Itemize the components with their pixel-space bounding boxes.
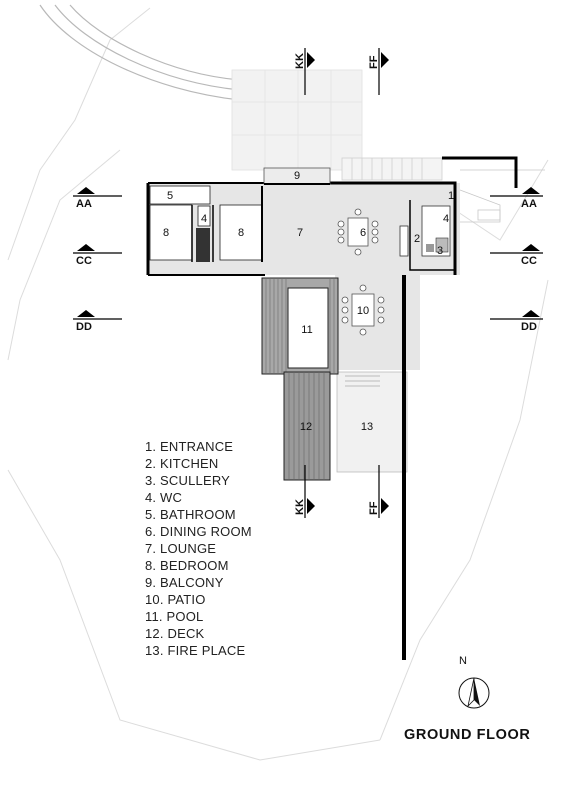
section-cc-right: CC	[490, 244, 543, 267]
section-dd-left: DD	[73, 310, 122, 333]
svg-text:DD: DD	[76, 321, 92, 333]
drawing-title: GROUND FLOOR	[404, 727, 531, 743]
svg-text:FF: FF	[368, 501, 380, 515]
exterior-walls	[146, 156, 518, 660]
tag-scullery: 3	[437, 245, 443, 257]
legend-item: 10. PATIO	[145, 592, 206, 607]
wc-west-block	[196, 205, 211, 262]
tag-patio: 10	[357, 305, 369, 317]
room-tags: 1 2 3 4 4 5 6 7 8 8 9 10 11 12 13	[163, 170, 454, 433]
legend-item: 4. WC	[145, 490, 183, 505]
section-ff-bottom: FF	[368, 465, 389, 518]
tag-pool: 11	[301, 324, 312, 336]
svg-text:FF: FF	[368, 55, 380, 69]
fireplace-steps	[345, 375, 380, 387]
tag-kitchen: 2	[414, 233, 420, 245]
legend-item: 3. SCULLERY	[145, 473, 231, 488]
tag-wc-west: 4	[201, 213, 207, 225]
tag-wc-east: 4	[443, 213, 449, 225]
svg-text:DD: DD	[521, 321, 537, 333]
kitchen-area	[399, 205, 451, 257]
svg-text:AA: AA	[521, 198, 537, 210]
entrance-steps	[341, 157, 443, 181]
svg-text:CC: CC	[521, 255, 537, 267]
legend-item: 8. BEDROOM	[145, 558, 229, 573]
bedroom-wing	[149, 185, 263, 261]
north-arrow-icon	[458, 677, 490, 709]
tag-dining: 6	[360, 227, 366, 239]
dining-table	[337, 208, 379, 256]
north-label: N	[459, 655, 467, 667]
tag-lounge: 7	[297, 227, 303, 239]
tag-balcony: 9	[294, 170, 300, 182]
tag-entrance: 1	[448, 190, 454, 202]
access-road	[39, 4, 241, 101]
tag-fireplace: 13	[361, 421, 373, 433]
section-markers-right: AA CC DD	[490, 187, 543, 333]
section-aa-left: AA	[73, 187, 122, 210]
lower-deck	[283, 371, 331, 481]
room-legend: 1. ENTRANCE 2. KITCHEN 3. SCULLERY 4. WC…	[145, 438, 252, 659]
legend-item: 11. POOL	[145, 609, 204, 624]
tag-bathroom: 5	[167, 190, 173, 202]
section-markers-vertical: KK FF KK FF	[294, 48, 389, 518]
section-kk-bottom: KK	[294, 465, 315, 518]
tag-deck: 12	[300, 421, 312, 433]
svg-text:KK: KK	[294, 53, 306, 69]
svg-text:CC: CC	[76, 255, 92, 267]
patio-table	[341, 284, 385, 336]
legend-item: 2. KITCHEN	[145, 456, 219, 471]
east-approach	[459, 169, 545, 223]
balcony	[263, 167, 331, 185]
legend-item: 9. BALCONY	[145, 575, 224, 590]
legend-item: 7. LOUNGE	[145, 541, 217, 556]
section-ff-top: FF	[368, 48, 389, 95]
section-markers-left: AA CC DD	[73, 187, 122, 333]
section-dd-right: DD	[490, 310, 543, 333]
legend-item: 1. ENTRANCE	[145, 439, 234, 454]
legend-item: 13. FIRE PLACE	[145, 643, 246, 658]
svg-text:AA: AA	[76, 198, 92, 210]
svg-text:KK: KK	[294, 499, 306, 515]
legend-item: 6. DINING ROOM	[145, 524, 252, 539]
section-kk-top: KK	[294, 48, 315, 95]
paved-court	[231, 69, 363, 171]
legend-item: 5. BATHROOM	[145, 507, 236, 522]
section-cc-left: CC	[73, 244, 122, 267]
tag-bedroom-a: 8	[163, 227, 169, 239]
pool-deck	[261, 277, 339, 375]
legend-item: 12. DECK	[145, 626, 205, 641]
tag-bedroom-b: 8	[238, 227, 244, 239]
section-aa-right: AA	[490, 187, 543, 210]
